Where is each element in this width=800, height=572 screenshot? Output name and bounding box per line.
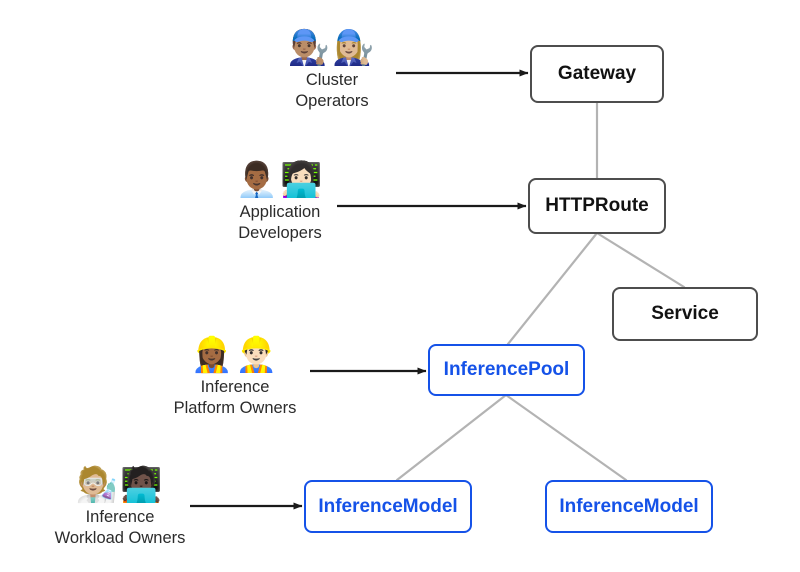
persona-label-application-developers: Application Developers	[238, 203, 322, 242]
persona-label-cluster-operators: Cluster Operators	[295, 71, 369, 110]
persona-label-inference-platform-owners: Inference Platform Owners	[173, 378, 297, 417]
application-developers-avatars-icon: 👨🏾‍💼👩🏻‍💻	[235, 160, 325, 200]
node-inferencepool[interactable]: InferencePool	[428, 344, 585, 396]
persona-inference-workload-owners: 🧑🏼‍🔬🧑🏿‍💻 Inference Workload Owners	[10, 465, 230, 549]
inference-platform-owners-avatars-icon: 👷🏾‍♀️👷🏻‍♂️	[190, 335, 280, 375]
edge-httproute-inferencepool	[506, 231, 599, 346]
cluster-operators-avatars-icon: 👨🏽‍🔧👩🏼‍🔧	[287, 28, 377, 68]
persona-inference-platform-owners: 👷🏾‍♀️👷🏻‍♂️ Inference Platform Owners	[125, 335, 345, 419]
persona-label-inference-workload-owners: Inference Workload Owners	[54, 508, 186, 547]
edge-inferencepool-inferencemodel-left	[395, 393, 508, 482]
node-inferencemodel-left[interactable]: InferenceModel	[304, 480, 472, 533]
persona-cluster-operators: 👨🏽‍🔧👩🏼‍🔧 Cluster Operators	[222, 28, 442, 112]
node-httproute[interactable]: HTTPRoute	[528, 178, 666, 234]
inference-workload-owners-avatars-icon: 🧑🏼‍🔬🧑🏿‍💻	[75, 465, 165, 505]
edge-inferencepool-inferencemodel-right	[504, 393, 628, 482]
node-inferencemodel-right[interactable]: InferenceModel	[545, 480, 713, 533]
node-gateway[interactable]: Gateway	[530, 45, 664, 103]
node-service[interactable]: Service	[612, 287, 758, 341]
edge-httproute-service	[595, 231, 686, 289]
persona-application-developers: 👨🏾‍💼👩🏻‍💻 Application Developers	[170, 160, 390, 244]
